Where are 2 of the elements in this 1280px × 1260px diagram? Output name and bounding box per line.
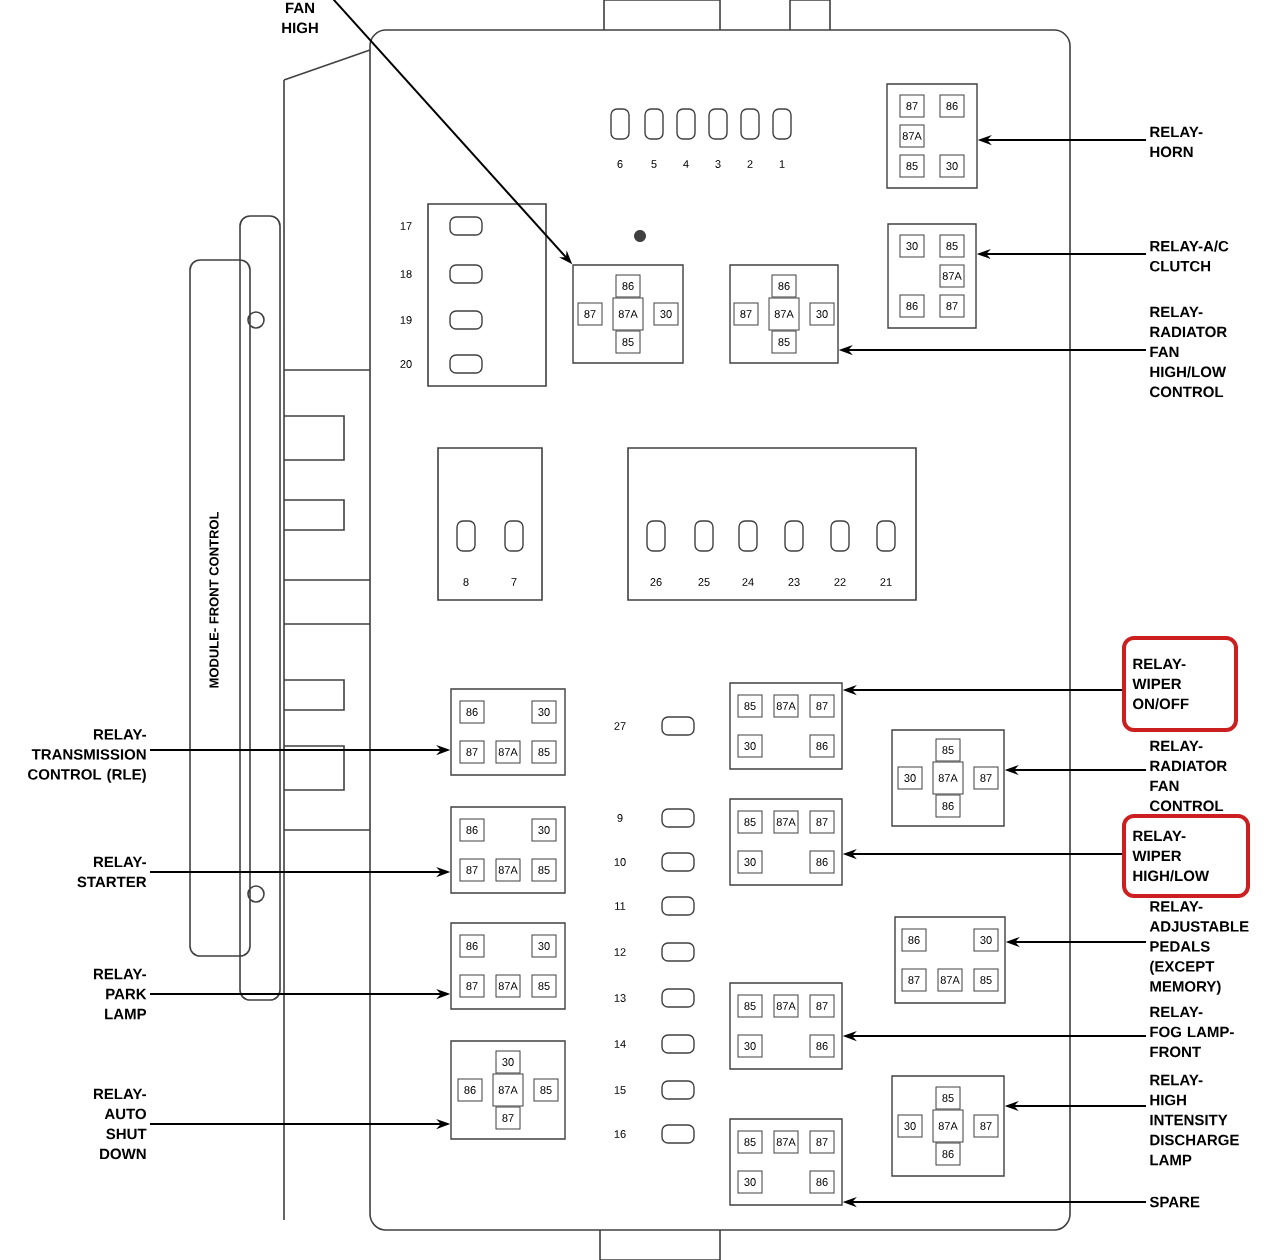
highlight-box <box>1122 636 1238 732</box>
highlight-box <box>1122 814 1250 898</box>
